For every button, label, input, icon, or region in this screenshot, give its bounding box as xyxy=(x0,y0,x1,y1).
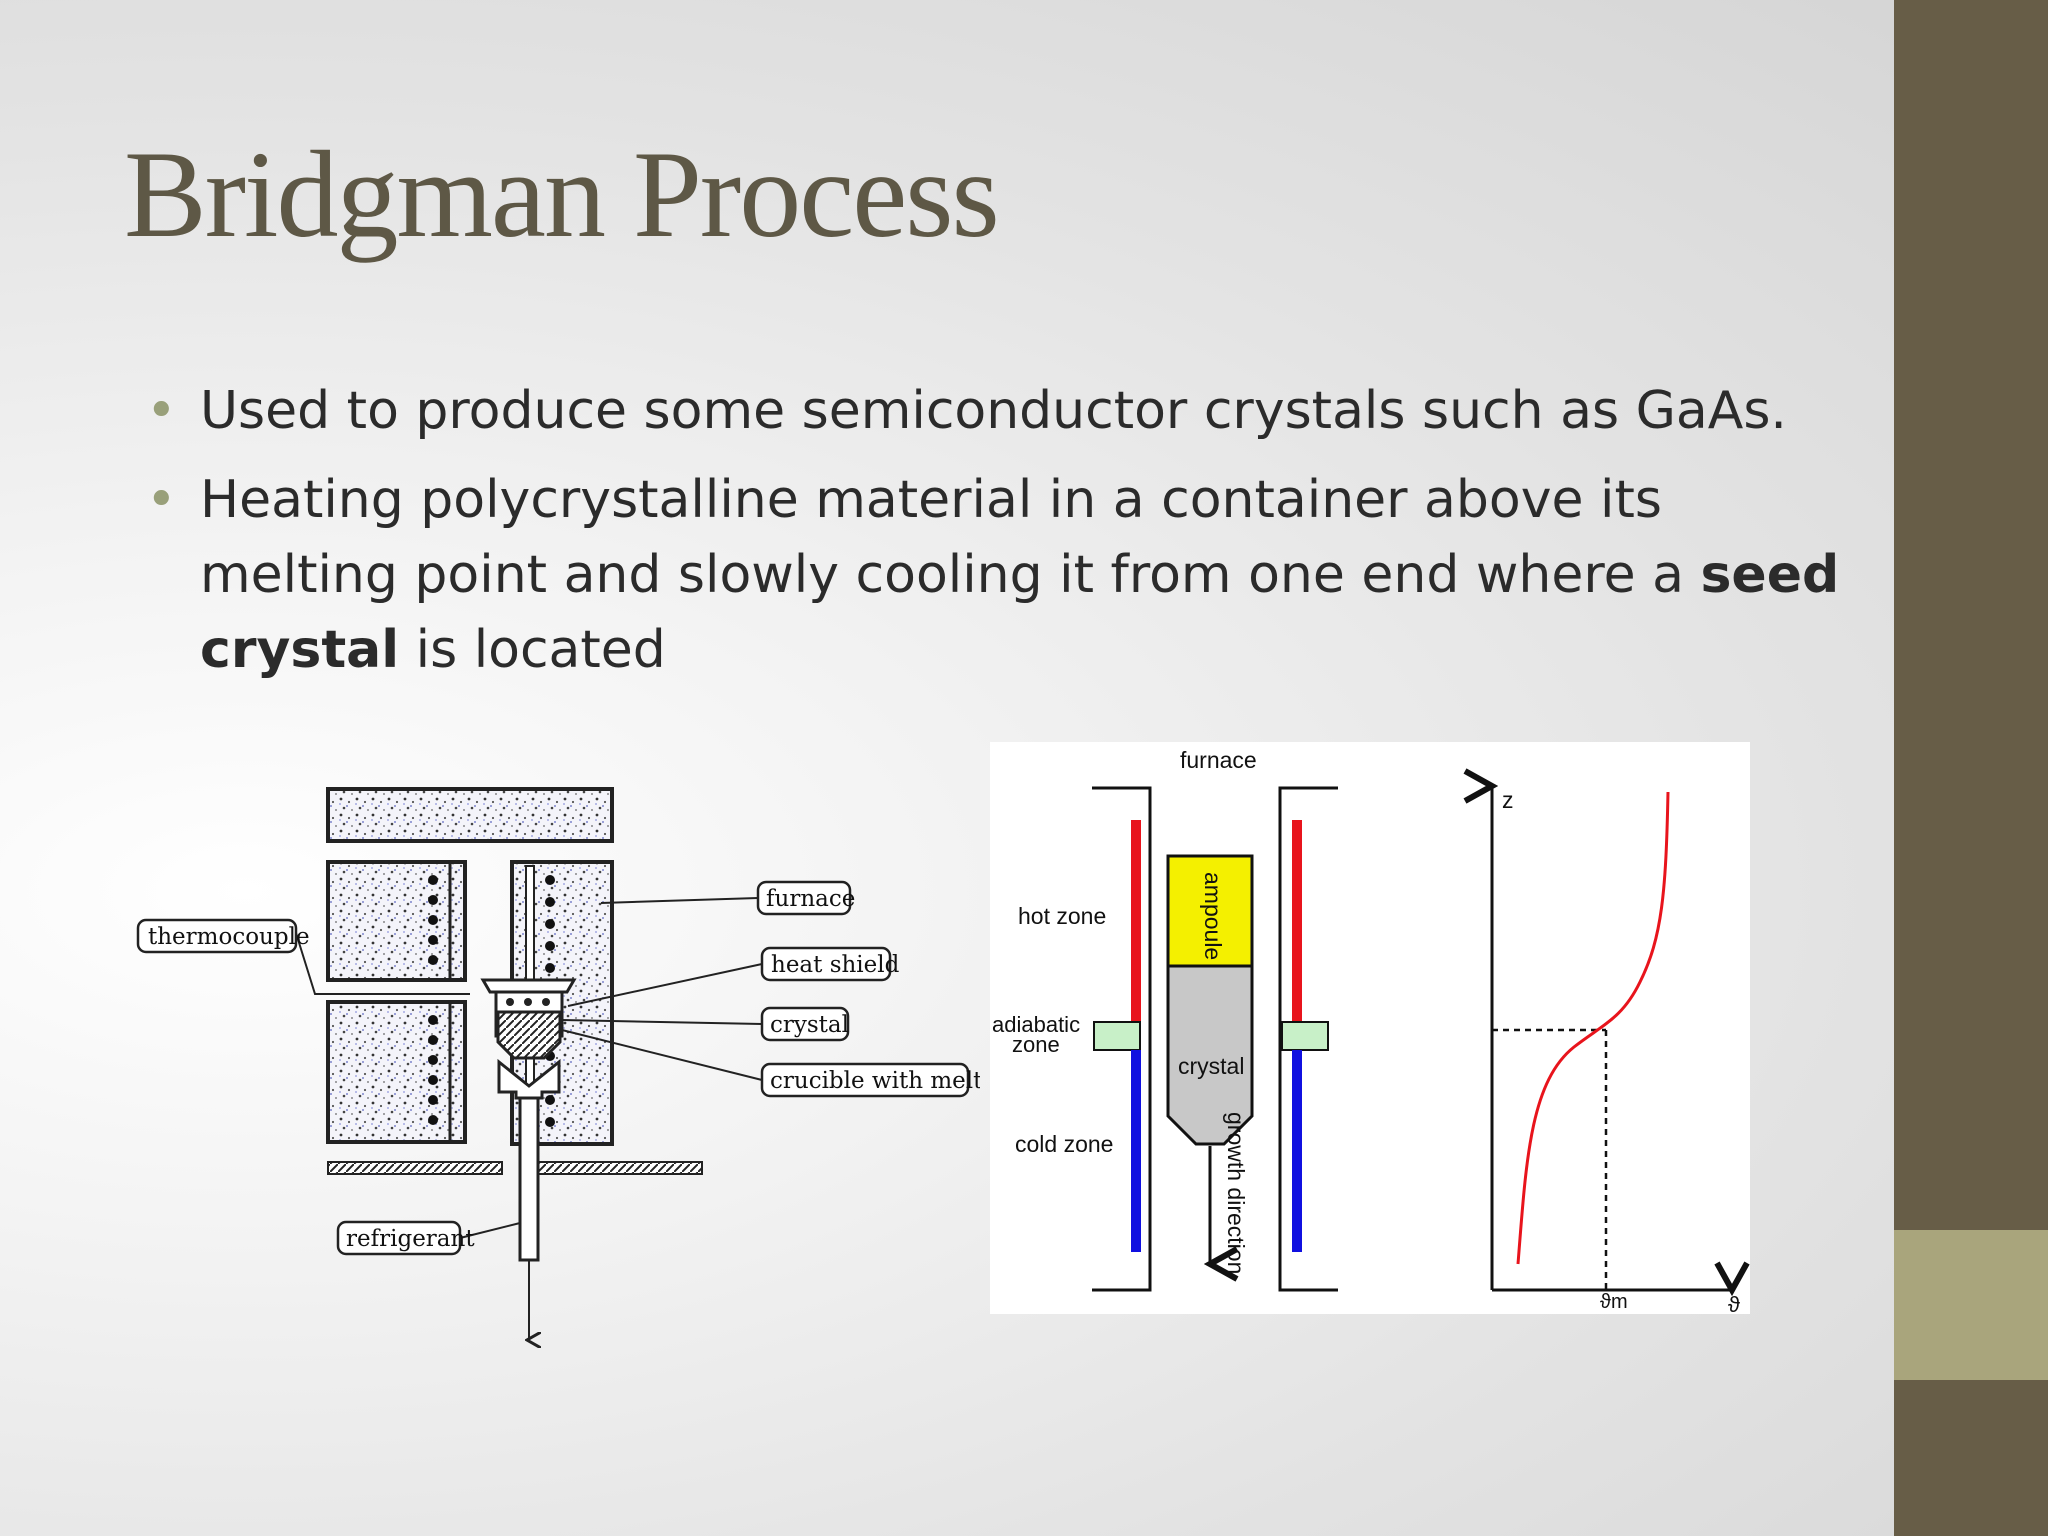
cold-zone-left xyxy=(1131,1050,1141,1252)
crystal-body xyxy=(1166,964,1254,1146)
label-ampoule: ampoule xyxy=(1200,872,1226,960)
label-heat-shield: heat shield xyxy=(760,946,900,982)
svg-text:heat shield: heat shield xyxy=(771,952,900,978)
label-adiabatic-zone: zone xyxy=(1012,1032,1060,1057)
bullet-2-after: is located xyxy=(399,620,666,680)
label-hot-zone: hot zone xyxy=(1018,903,1106,929)
hot-zone-left xyxy=(1131,820,1141,1102)
label-thermocouple: thermocouple xyxy=(136,918,310,954)
label-adiabatic: adiabatic xyxy=(992,1012,1080,1037)
label-growth-direction: growth direction xyxy=(1223,1112,1249,1274)
hot-zone-right xyxy=(1292,820,1302,1102)
adiabatic-zone-right xyxy=(1281,1021,1329,1051)
furnace-schematic: thermocouple furnace heat shield crystal… xyxy=(136,787,980,1350)
label-theta-m: ϑm xyxy=(1600,1291,1628,1313)
label-furnace: furnace xyxy=(756,880,855,916)
label-theta-axis: ϑ xyxy=(1728,1292,1740,1314)
svg-text:crystal: crystal xyxy=(770,1012,849,1038)
svg-text:thermocouple: thermocouple xyxy=(148,924,310,950)
bullet-2-bold: seed crystal xyxy=(200,545,1840,680)
bullet-2: Heating polycrystalline material in a co… xyxy=(146,463,1866,688)
adiabatic-zone-left xyxy=(1093,1021,1141,1051)
temperature-profile xyxy=(1516,791,1670,1265)
label-furnace-top: furnace xyxy=(1180,747,1257,773)
crucible-assembly xyxy=(480,978,577,1340)
label-crucible: crucible with melt xyxy=(760,1062,980,1098)
bullet-1-text: Used to produce some semiconductor cryst… xyxy=(200,381,1787,441)
label-crystal-body: crystal xyxy=(1178,1053,1244,1079)
label-refrigerant: refrigerant xyxy=(336,1220,475,1256)
svg-text:crucible with melt: crucible with melt xyxy=(770,1068,980,1094)
melt-point-guides xyxy=(1492,1028,1608,1290)
svg-text:refrigerant: refrigerant xyxy=(346,1226,475,1252)
label-z-axis: z xyxy=(1502,787,1514,813)
bullet-1: Used to produce some semiconductor cryst… xyxy=(146,374,1866,449)
label-cold-zone: cold zone xyxy=(1015,1131,1113,1157)
bullet-list: Used to produce some semiconductor cryst… xyxy=(146,374,1866,702)
side-accent xyxy=(1894,1230,2048,1380)
label-crystal: crystal xyxy=(760,1006,850,1042)
label-leaders xyxy=(295,897,763,1239)
bullet-2-before: Heating polycrystalline material in a co… xyxy=(200,470,1701,605)
profile-axes xyxy=(1492,786,1732,1290)
zone-diagram: furnace hot zone adiabatic zone cold zon… xyxy=(990,742,1750,1314)
svg-text:furnace: furnace xyxy=(766,886,855,912)
slide-title: Bridgman Process xyxy=(124,126,1000,263)
furnace-walls xyxy=(1092,786,1338,1292)
cold-zone-right xyxy=(1292,1050,1302,1252)
